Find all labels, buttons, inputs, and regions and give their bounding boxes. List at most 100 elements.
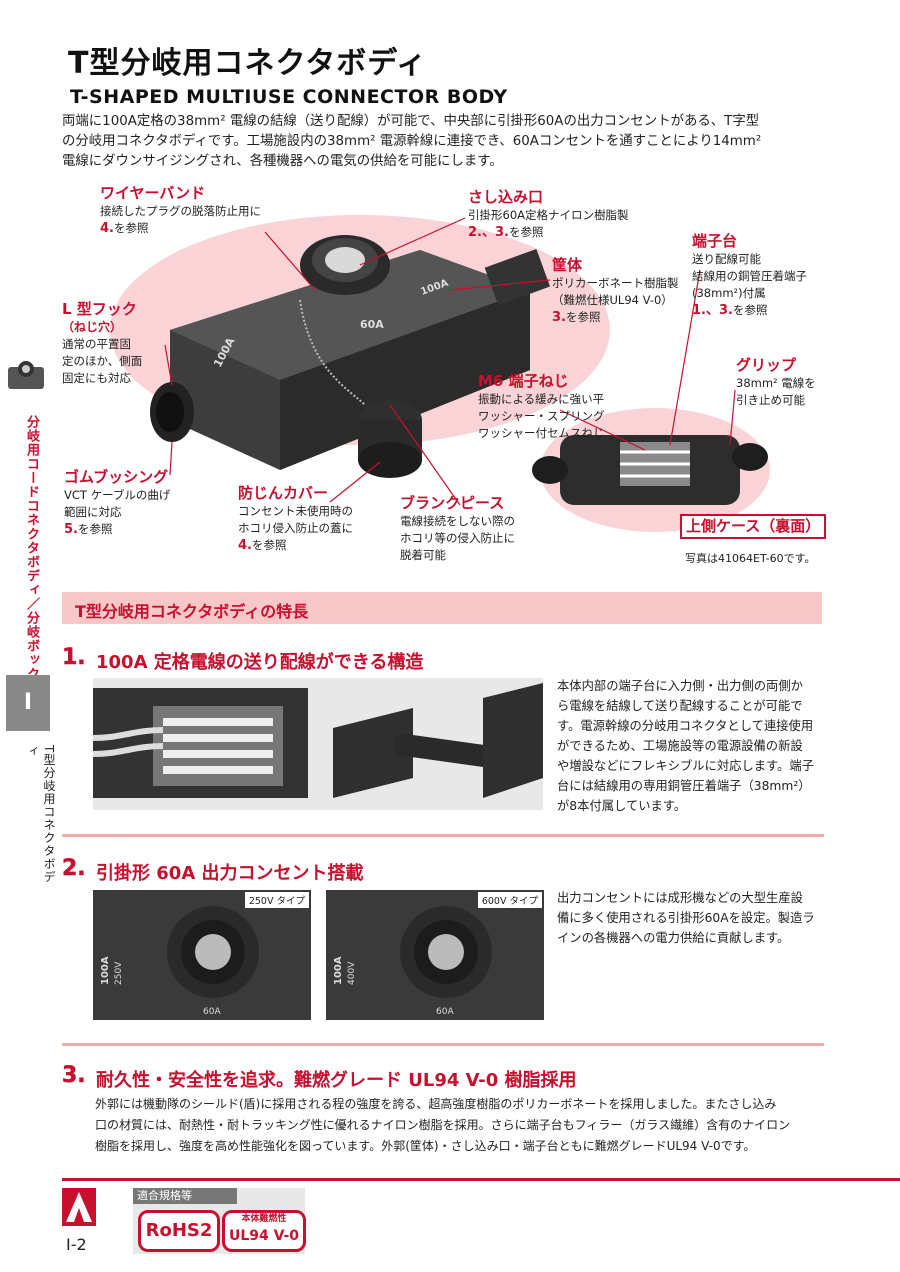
side-index: 分岐用コードコネクタボディ／分岐ボックス I T型分岐用コネクタボディ [0,345,56,885]
section-text-line: インの各機器への電力供給に貢献します。 [557,931,790,945]
callout-title: 筐体 [552,256,583,274]
callout-text: ポリカーボネート樹脂製 [552,276,679,290]
section-text-line: ができるため、工場施設等の電源設備の新設 [557,739,803,753]
photo-label-60a: 60A [436,1007,454,1017]
wire-band-chain [299,299,366,406]
callout-text: 送り配線可能 [692,252,761,266]
callout-text: 範囲に対応 [64,505,122,519]
section-number: 1. [62,645,86,671]
socket-250v-illustration: 100A 250V 60A [93,890,311,1020]
callout-text: ホコリ侵入防止の蓋に [238,521,353,535]
section-title: 耐久性・安全性を追求。難燃グレード UL94 V-0 樹脂採用 [96,1070,577,1091]
page-number: I-2 [66,1235,87,1254]
callout-text: ワッシャー・スプリング [478,409,605,423]
photo-label-60a: 60A [203,1007,221,1017]
callout-text: VCT ケーブルの曲げ [64,488,171,502]
callout-terminal-block: 端子台 送り配線可能 結線用の銅管圧着端子 (38mm²)付属 1.、3.を参照 [692,232,807,319]
callout-ref: 4. [100,221,114,236]
callout-title: L 型フック [62,300,137,318]
photo-label-250v: 250V [114,961,124,985]
tag-250v: 250V タイプ [244,892,309,908]
callout-ref-suffix: を参照 [251,538,287,552]
leader-line [389,404,461,506]
callout-text: 固定にも対応 [62,371,131,385]
section-text-line: 備に多く使用される引掛形60Aを設定。製造ラ [557,911,815,925]
leader-line [669,269,701,446]
product-hero: 100A 60A 100A ワイヤーバンド 接続したプラグの脱落防止用に 4.を… [60,180,840,575]
callout-ref: 1.、3. [692,303,733,318]
page-title: T型分岐用コネクタボディ [68,46,428,81]
brand-logo [62,1188,96,1226]
callout-ref: 4. [238,538,252,553]
body-marking-60a: 60A [360,318,384,331]
callout-text: 引掛形60A定格ナイロン樹脂製 [468,208,629,222]
socket-600v-photo: 100A 400V 60A 600V タイプ [326,890,544,1020]
section-number: 3. [62,1063,86,1089]
leader-line [169,441,173,476]
right-tube [484,248,551,306]
section1-photo [93,678,543,810]
callout-grip: グリップ 38mm² 電線を 引き止め可能 [736,356,816,409]
brand-logo-icon [66,1192,92,1222]
callout-title: 端子台 [692,232,738,250]
leader-line [359,217,466,266]
socket-250v-photo: 100A 250V 60A 250V タイプ [93,890,311,1020]
photo-note: 写真は41064ET-60です。 [685,552,816,565]
terminal-wiring-illustration [93,683,543,798]
callout-ref: 5. [64,522,78,537]
callout-text: 脱着可能 [400,548,446,562]
callout-l-hook: L 型フック （ねじ穴） 通常の平置固 定のほか、側面 固定にも対応 [62,300,142,387]
section2-text: 出力コンセントには成形機などの大型生産設 備に多く使用される引掛形60Aを設定。… [557,888,827,948]
section-divider [62,1043,824,1046]
product-illustration: 100A 60A 100A [110,215,770,532]
rohs2-badge: RoHS2 [138,1210,220,1252]
standards-label: 適合規格等 [133,1188,237,1204]
callout-title: グリップ [736,356,797,374]
callout-dust-cover: 防じんカバー コンセント未使用時の ホコリ侵入防止の蓋に 4.を参照 [238,484,353,554]
callout-ref: 2.、3. [468,225,509,240]
callout-title: 防じんカバー [238,484,329,502]
callout-inlet: さし込み口 引掛形60A定格ナイロン樹脂製 2.、3.を参照 [468,188,629,241]
tag-600v: 600V タイプ [477,892,542,908]
callout-blank-piece: ブランクピース 電線接続をしない際の ホコリ等の侵入防止に 脱着可能 [400,494,515,564]
intro-line: 電線にダウンサイジングされ、各種機器への電気の供給を可能にします。 [62,154,503,169]
left-tube-hole [156,392,184,432]
section-text-line: や増設などにフレキシブルに対応します。端子 [557,759,815,773]
section3-text: 外郭には機動隊のシールド(盾)に採用される程の強度を誇る、超高強度樹脂のポリカー… [95,1094,835,1157]
section-title: 引掛形 60A 出力コンセント搭載 [96,863,364,884]
section-divider [62,834,824,837]
side-section-block: I [6,675,50,731]
callout-text: 結線用の銅管圧着端子 [692,269,807,283]
callout-title: ブランクピース [400,494,505,512]
callout-title: 上側ケース（裏面） [686,517,821,535]
callout-subtitle: （ねじ穴） [62,320,123,334]
callout-text: 引き止め可能 [736,393,805,407]
callout-upper-case: 上側ケース（裏面） [680,514,827,539]
section-text-line: が8本付属しています。 [557,799,687,813]
callout-text: (38mm²)付属 [692,286,766,300]
callout-housing: 筐体 ポリカーボネート樹脂製 （難燃仕様UL94 V-0） 3.を参照 [552,256,679,326]
section-text-line: 外郭には機動隊のシールド(盾)に採用される程の強度を誇る、超高強度樹脂のポリカー… [95,1097,777,1111]
section-text-line: 出力コンセントには成形機などの大型生産設 [557,891,803,905]
photo-label-100a: 100A [333,956,344,985]
socket-600v-illustration: 100A 400V 60A [326,890,544,1020]
photo-label-400v: 400V [347,961,357,985]
intro-text: 両端に100A定格の38mm² 電線の結線（送り配線）が可能で、中央部に引掛形6… [62,112,832,172]
section-text-line: 口の材質には、耐熱性・耐トラッキング性に優れるナイロン樹脂を採用。さらに端子台も… [95,1118,791,1132]
connector-side-face [280,290,530,470]
features-bar [62,592,822,624]
callout-title: ゴムブッシング [64,468,169,486]
intro-line: 両端に100A定格の38mm² 電線の結線（送り配線）が可能で、中央部に引掛形6… [62,114,760,129]
callout-text: 38mm² 電線を [736,376,816,390]
page-subtitle-en: T-SHAPED MULTIUSE CONNECTOR BODY [70,86,508,108]
ul94-badge: 本体難燃性 UL94 V-0 [222,1210,306,1252]
callout-ref-suffix: を参照 [508,225,544,239]
callout-text: 振動による緩みに強い平 [478,392,605,406]
callout-title: さし込み口 [468,188,544,206]
intro-line: の分岐用コネクタボディです。工場施設内の38mm² 電源幹線に連接でき、60Aコ… [62,134,762,149]
section-text-line: 本体内部の端子台に入力側・出力側の両側か [557,679,803,693]
callout-title: M6 端子ねじ [478,372,569,390]
callout-text: ワッシャー付セムスねじ [478,426,605,440]
ul94-badge-main: UL94 V-0 [228,1228,299,1244]
callout-text: 定のほか、側面 [62,354,143,368]
